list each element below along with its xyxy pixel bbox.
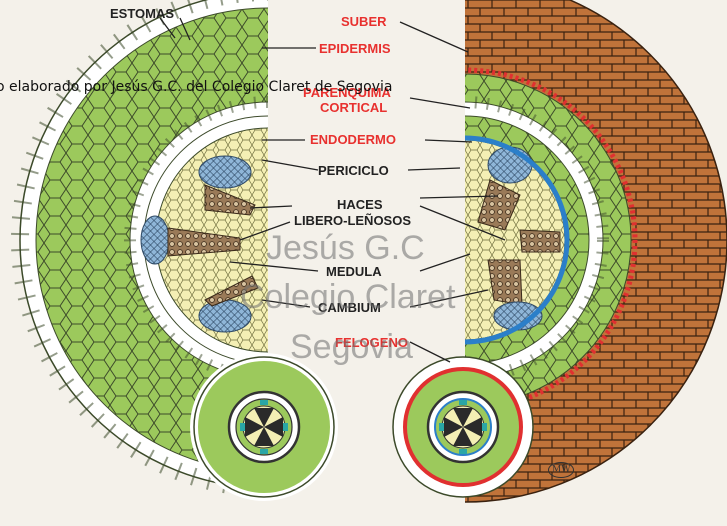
watermark-line-2: Colegio Claret: [240, 278, 455, 317]
xylem-bundle: [520, 230, 560, 252]
phloem-bundle: [141, 216, 169, 264]
inset-secondary: [393, 357, 533, 497]
label-libero-lenosos: LIBERO-LEÑOSOS: [294, 214, 411, 227]
label-suber: SUBER: [341, 15, 387, 28]
watermark-line-3: Segovia: [290, 328, 413, 367]
label-endodermo: ENDODERMO: [310, 133, 396, 146]
label-estomas: ESTOMAS: [110, 7, 174, 20]
label-cortical: CORTICAL: [320, 101, 387, 114]
label-periciclo: PERICICLO: [318, 164, 389, 177]
credit-text: o elaborado por Jesús G.C. del Colegio C…: [0, 79, 392, 95]
watermark-line-1: Jesús G.C: [266, 229, 425, 268]
phloem-bundle: [488, 147, 532, 183]
label-epidermis: EPIDERMIS: [319, 42, 391, 55]
label-haces: HACES: [337, 198, 383, 211]
phloem-bundle: [199, 156, 251, 188]
inset-primary: [194, 357, 334, 497]
